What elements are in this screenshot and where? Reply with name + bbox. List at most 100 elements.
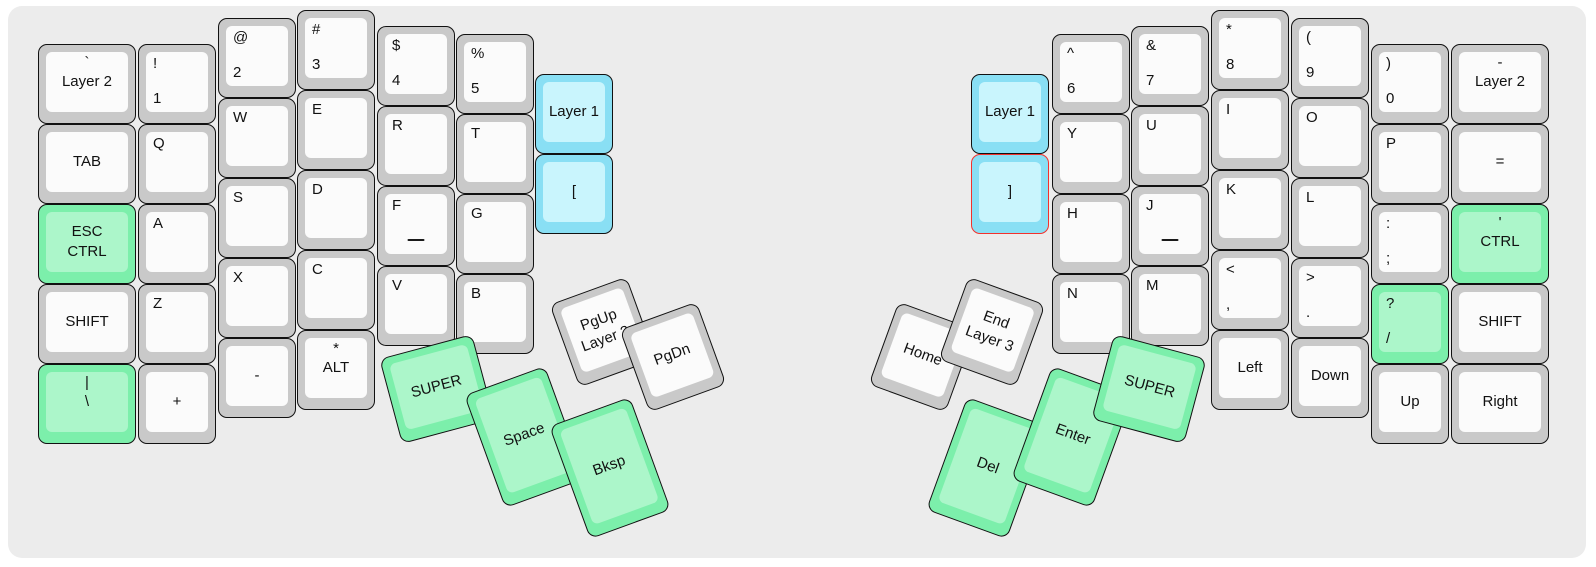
key-up[interactable]: Up [1371, 364, 1449, 444]
key-4[interactable]: $4 [377, 26, 455, 106]
key-legend-top: E [312, 101, 323, 118]
key-esc-ctrl[interactable]: ESC CTRL [38, 204, 136, 284]
key-face: J [1139, 194, 1201, 254]
key-legend-top: D [312, 181, 323, 198]
key-s[interactable]: S [218, 178, 296, 258]
key-legend-main: SUPER [1122, 371, 1177, 402]
key-left[interactable]: Left [1211, 330, 1289, 410]
key-legend-top: O [1306, 109, 1318, 126]
key-face: -Layer 2 [1459, 52, 1541, 112]
key-9[interactable]: (9 [1291, 18, 1369, 98]
key-n[interactable]: N [1052, 274, 1130, 354]
key-equal[interactable]: = [1451, 124, 1549, 204]
key-e[interactable]: E [297, 90, 375, 170]
key-bracket-right[interactable]: ] [971, 154, 1049, 234]
key-comma[interactable]: <, [1211, 250, 1289, 330]
key-legend-main: TAB [72, 152, 102, 170]
key-face: #3 [305, 18, 367, 78]
key-right[interactable]: Right [1451, 364, 1549, 444]
key-face: @2 [226, 26, 288, 86]
key-c[interactable]: C [297, 250, 375, 330]
key-legend-main: Left [1237, 358, 1263, 376]
key-legend-top: - [1497, 54, 1503, 71]
key-i[interactable]: I [1211, 90, 1289, 170]
key-h[interactable]: H [1052, 194, 1130, 274]
key-y[interactable]: Y [1052, 114, 1130, 194]
key-face: K [1219, 178, 1281, 238]
key-minus-layer2[interactable]: -Layer 2 [1451, 44, 1549, 124]
key-face: |\ [46, 372, 128, 432]
key-6[interactable]: ^6 [1052, 34, 1130, 114]
key-layer1-left[interactable]: Layer 1 [535, 74, 613, 154]
key-quote-ctrl[interactable]: 'CTRL [1451, 204, 1549, 284]
key-3[interactable]: #3 [297, 10, 375, 90]
key-f[interactable]: F [377, 186, 455, 266]
key-1[interactable]: !1 [138, 44, 216, 124]
key-r[interactable]: R [377, 106, 455, 186]
key-7[interactable]: &7 [1131, 26, 1209, 106]
key-down[interactable]: Down [1291, 338, 1369, 418]
key-face: O [1299, 106, 1361, 166]
key-plus[interactable]: + [138, 364, 216, 444]
key-pipe-backslash[interactable]: |\ [38, 364, 136, 444]
key-minus[interactable]: - [218, 338, 296, 418]
key-8[interactable]: *8 [1211, 10, 1289, 90]
key-face: X [226, 266, 288, 326]
key-u[interactable]: U [1131, 106, 1209, 186]
key-x[interactable]: X [218, 258, 296, 338]
key-legend-main: Layer 2 [61, 73, 113, 91]
key-legend-top: ^ [1067, 45, 1075, 62]
key-z[interactable]: Z [138, 284, 216, 364]
key-slash[interactable]: ?/ [1371, 284, 1449, 364]
key-p[interactable]: P [1371, 124, 1449, 204]
key-legend-top: T [471, 125, 481, 142]
key-bracket-left[interactable]: [ [535, 154, 613, 234]
key-face: Up [1379, 372, 1441, 432]
key-semicolon[interactable]: :; [1371, 204, 1449, 284]
key-tab[interactable]: TAB [38, 124, 136, 204]
key-q[interactable]: Q [138, 124, 216, 204]
key-legend-main: [ [571, 182, 577, 200]
key-legend-top: & [1146, 37, 1157, 54]
key-g[interactable]: G [456, 194, 534, 274]
key-legend-top: % [471, 45, 485, 62]
key-t[interactable]: T [456, 114, 534, 194]
key-legend-main: 3 [312, 56, 321, 74]
key-v[interactable]: V [377, 266, 455, 346]
key-face: :; [1379, 212, 1441, 272]
key-star-alt[interactable]: *ALT [297, 330, 375, 410]
key-j[interactable]: J [1131, 186, 1209, 266]
key-a[interactable]: A [138, 204, 216, 284]
key-face: )0 [1379, 52, 1441, 112]
key-legend-main: ALT [322, 359, 350, 377]
key-legend-main: Up [1400, 392, 1420, 410]
key-legend-main: Bksp [590, 451, 628, 480]
key-face: SUPER [1102, 343, 1197, 431]
key-face: M [1139, 274, 1201, 334]
key-face: L [1299, 186, 1361, 246]
key-m[interactable]: M [1131, 266, 1209, 346]
key-face: G [464, 202, 526, 262]
key-grave-layer2[interactable]: `Layer 2 [38, 44, 136, 124]
key-legend-main: ESC CTRL [67, 222, 107, 260]
key-legend-main: / [1386, 330, 1391, 348]
key-legend-main: Down [1310, 366, 1350, 384]
key-2[interactable]: @2 [218, 18, 296, 98]
key-face: ?/ [1379, 292, 1441, 352]
key-5[interactable]: %5 [456, 34, 534, 114]
key-face: $4 [385, 34, 447, 94]
key-period[interactable]: >. [1291, 258, 1369, 338]
key-face: C [305, 258, 367, 318]
key-l[interactable]: L [1291, 178, 1369, 258]
key-k[interactable]: K [1211, 170, 1289, 250]
key-b[interactable]: B [456, 274, 534, 354]
key-shift[interactable]: SHIFT [38, 284, 136, 364]
key-legend-main: Layer 1 [548, 102, 600, 120]
key-o[interactable]: O [1291, 98, 1369, 178]
key-legend-top: $ [392, 37, 401, 54]
key-shift-right[interactable]: SHIFT [1451, 284, 1549, 364]
key-d[interactable]: D [297, 170, 375, 250]
key-layer1-right[interactable]: Layer 1 [971, 74, 1049, 154]
key-0[interactable]: )0 [1371, 44, 1449, 124]
key-w[interactable]: W [218, 98, 296, 178]
